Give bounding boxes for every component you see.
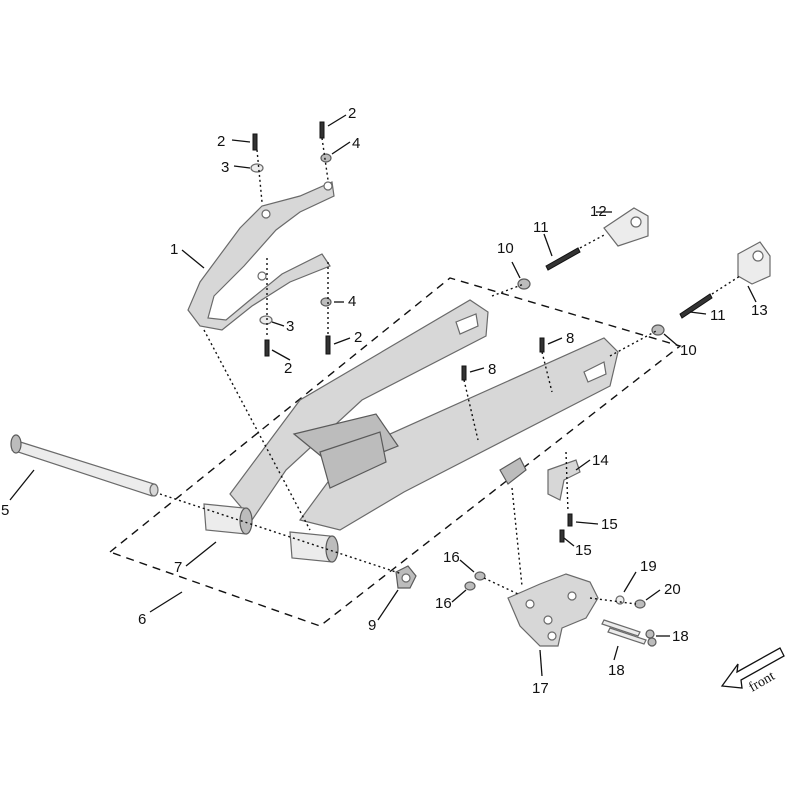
- callout-9: 9: [368, 617, 376, 634]
- callout-18: 18: [608, 662, 625, 679]
- callout-7: 7: [174, 559, 182, 576]
- callout-2: 2: [354, 329, 362, 346]
- callout-10: 10: [497, 240, 514, 257]
- pivot-bushing-left: [203, 503, 253, 535]
- pivot-shaft: [10, 434, 159, 497]
- chain-guide: [507, 573, 599, 647]
- callout-3: 3: [221, 159, 229, 176]
- callout-2: 2: [217, 133, 225, 150]
- chain-adjuster-left: [603, 207, 649, 247]
- pivot-bushing-right: [289, 531, 339, 563]
- callout-17: 17: [532, 680, 549, 697]
- callout-3: 3: [286, 318, 294, 335]
- callout-15: 15: [601, 516, 618, 533]
- callout-16: 16: [435, 595, 452, 612]
- swingarm: [203, 299, 619, 563]
- callout-18: 18: [672, 628, 689, 645]
- leader-lines: [9, 114, 757, 677]
- callout-2: 2: [284, 360, 292, 377]
- callout-5: 5: [1, 502, 9, 519]
- front-label: front: [747, 669, 778, 696]
- assembly-guides: [159, 137, 741, 605]
- callout-4: 4: [348, 293, 356, 310]
- callout-19: 19: [640, 558, 657, 575]
- callout-13: 13: [751, 302, 768, 319]
- hardware: [250, 121, 713, 647]
- callout-8: 8: [488, 361, 496, 378]
- callout-labels: 1 2 2 2 2 3 3 4 4 5 6 7 8 8 9 10 10 11 1…: [1, 105, 768, 697]
- callout-20: 20: [664, 581, 681, 598]
- callout-16: 16: [443, 549, 460, 566]
- guide-bracket: [547, 459, 581, 501]
- callout-12: 12: [590, 203, 607, 220]
- callout-1: 1: [170, 241, 178, 258]
- chain-slider: [187, 181, 335, 331]
- callout-11: 11: [710, 307, 726, 324]
- callout-11: 11: [533, 219, 549, 236]
- callout-14: 14: [592, 452, 609, 469]
- assembly-boundary: [109, 277, 682, 627]
- callout-15: 15: [575, 542, 592, 559]
- pivot-nut: [395, 565, 417, 589]
- callout-2: 2: [348, 105, 356, 122]
- callout-6: 6: [138, 611, 146, 628]
- callout-8: 8: [566, 330, 574, 347]
- callout-4: 4: [352, 135, 360, 152]
- callout-10: 10: [680, 342, 697, 359]
- front-direction-arrow: front: [720, 647, 785, 696]
- chain-adjuster-right: [737, 241, 771, 285]
